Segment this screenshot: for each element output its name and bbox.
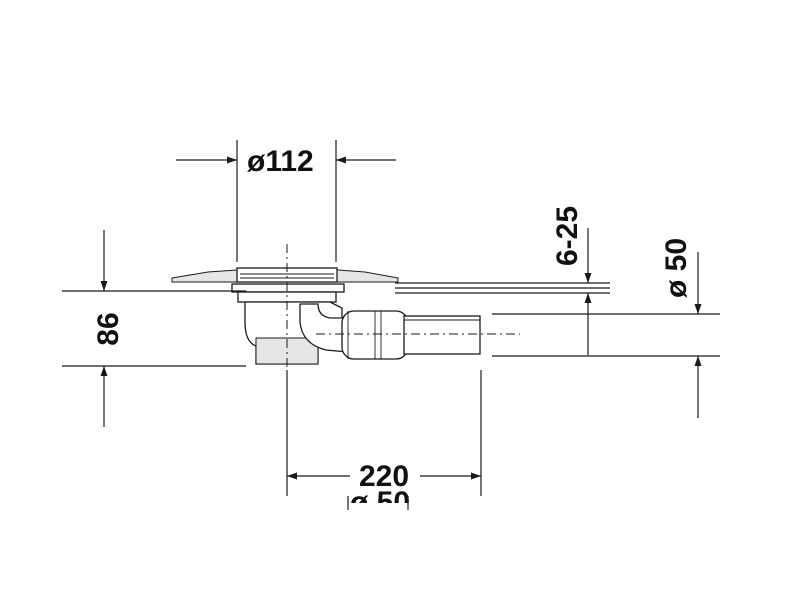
dim-tile-range: 6-25	[551, 206, 592, 355]
partial-cut-label: ø 50	[350, 486, 410, 519]
dim-pipe-diameter: ø 50	[492, 238, 720, 418]
drain-body	[171, 267, 481, 365]
dim-length: 220	[286, 370, 482, 496]
tile-range-label: 6-25	[551, 206, 584, 266]
pipe-diameter-label: ø 50	[660, 238, 693, 298]
flange	[231, 283, 345, 293]
outlet-pipe	[403, 315, 481, 355]
dim-grate-diameter: ø112	[176, 140, 396, 262]
partial-dimension: ø 50	[347, 486, 410, 519]
grate-diameter-label: ø112	[247, 145, 314, 178]
center-lines	[286, 244, 520, 392]
length-label: 220	[359, 460, 409, 493]
height-label: 86	[92, 312, 125, 345]
floor-lines	[395, 282, 610, 294]
dim-height: 86	[62, 230, 246, 427]
